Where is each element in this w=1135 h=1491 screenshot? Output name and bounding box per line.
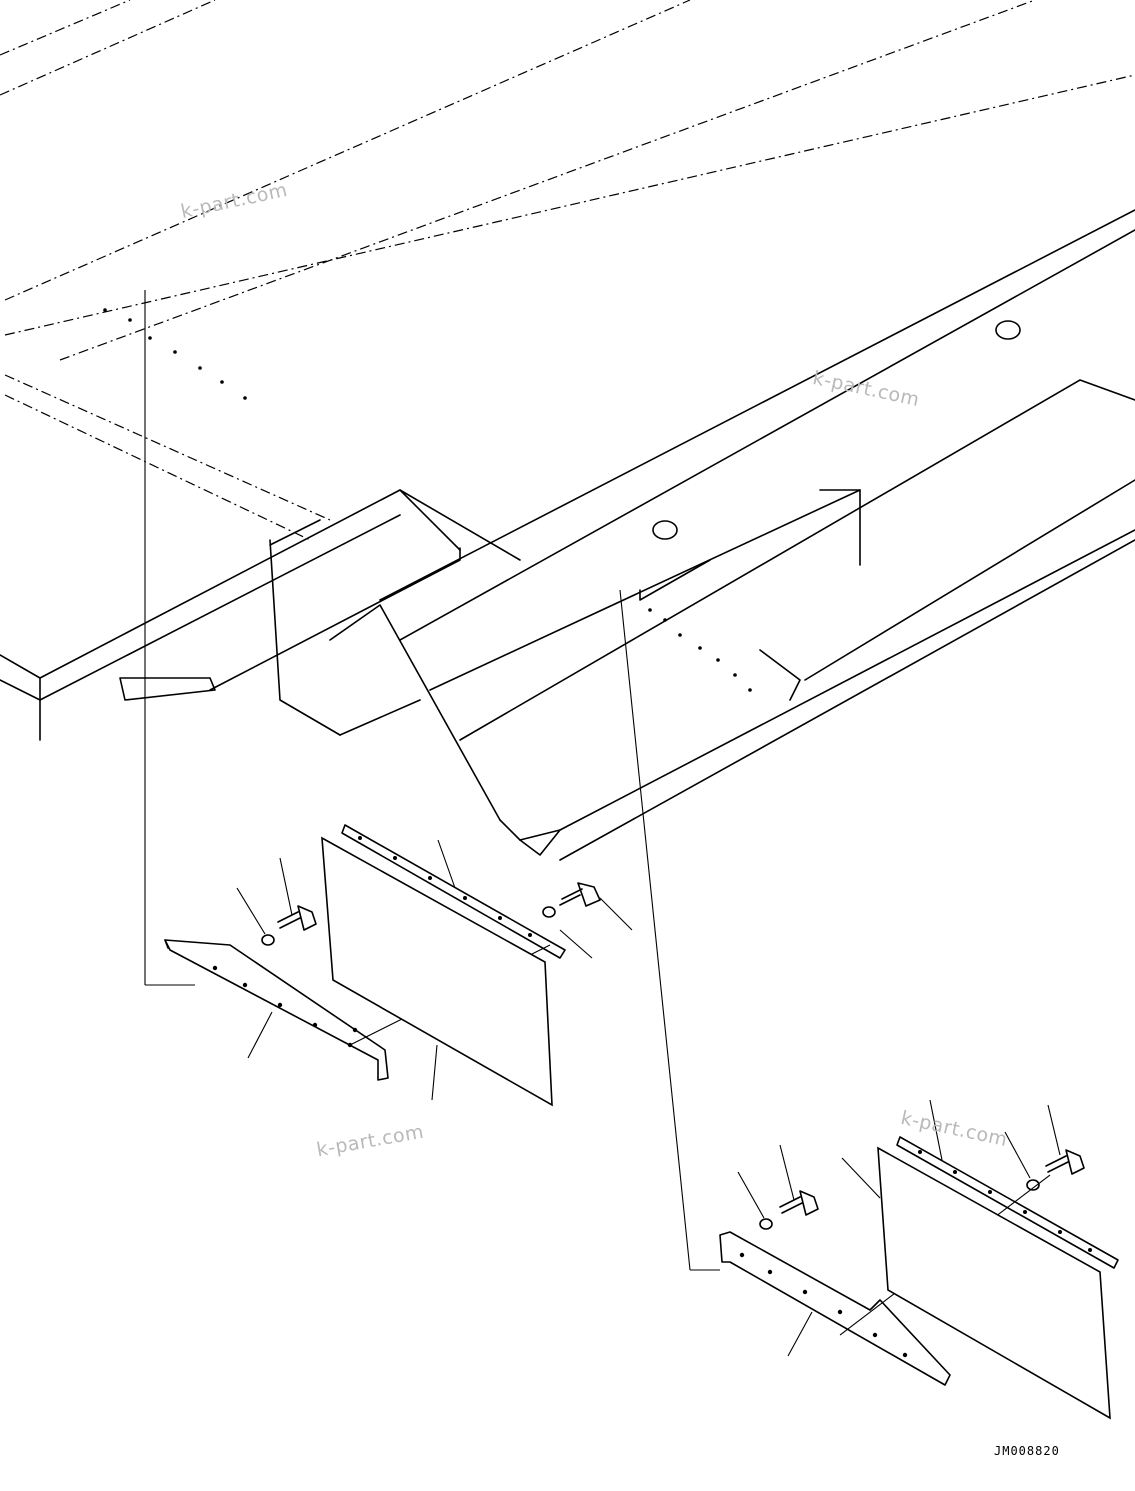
bolt-left-2 (559, 882, 601, 907)
washer-left-1 (261, 934, 275, 946)
mud-flap-left-group (164, 824, 633, 1107)
drawing-code: JM008820 (994, 1444, 1060, 1458)
mud-flap-left (321, 836, 553, 1107)
frame-assembly (0, 0, 1135, 861)
bracket-right (719, 1231, 951, 1386)
mud-flap-right-group (719, 1099, 1119, 1420)
washer-left-2 (542, 906, 556, 918)
washer-right-1 (759, 1218, 773, 1230)
bolt-right-1 (779, 1190, 819, 1216)
clamp-plate-right (896, 1136, 1119, 1269)
mud-flap-right (877, 1146, 1111, 1420)
washer-right-2 (1026, 1179, 1040, 1191)
clamp-plate-left (341, 824, 566, 959)
bolt-right-2 (1045, 1149, 1085, 1175)
bracket-left (164, 939, 389, 1081)
bolt-left-1 (277, 905, 317, 931)
